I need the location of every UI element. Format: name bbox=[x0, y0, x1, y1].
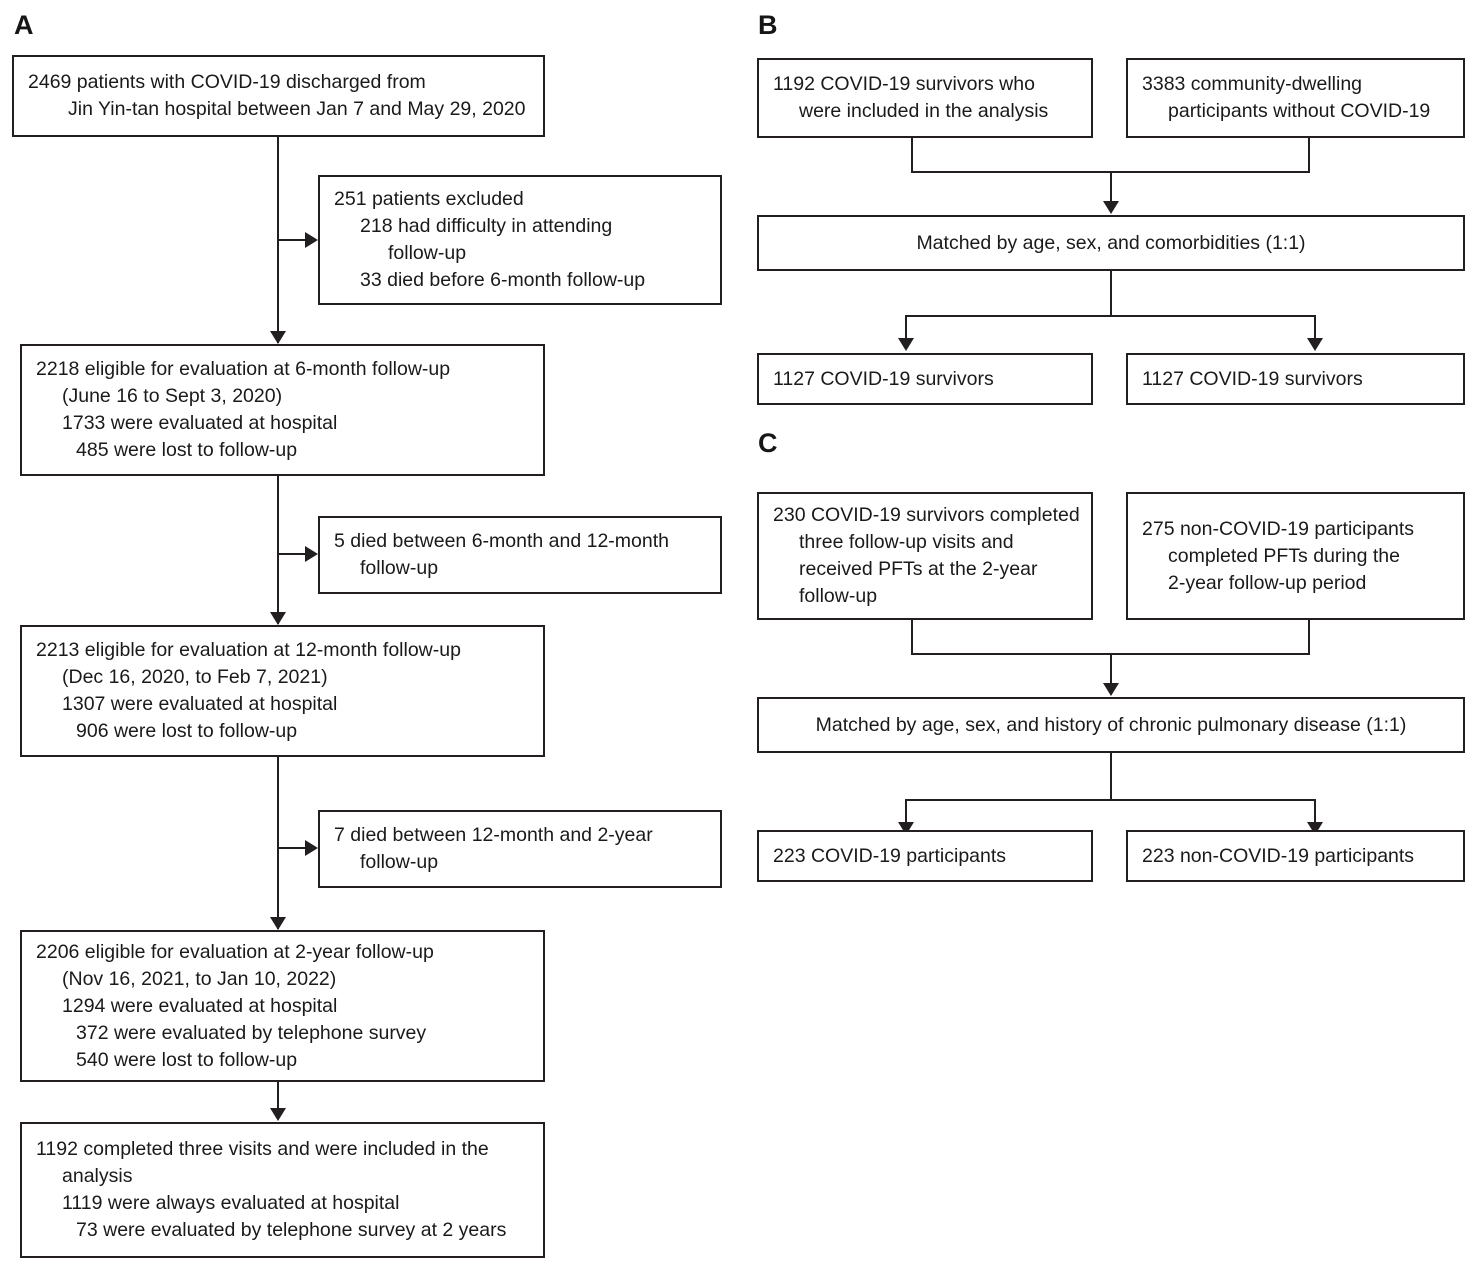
connector-b-merge-down bbox=[1110, 171, 1112, 203]
arrow-down-icon bbox=[1103, 201, 1119, 214]
node-community-participants: 3383 community-dwelling participants wit… bbox=[1126, 58, 1465, 138]
node-line: participants without COVID-19 bbox=[1168, 100, 1431, 122]
node-line: Matched by age, sex, and history of chro… bbox=[815, 713, 1407, 736]
arrow-down-icon bbox=[270, 612, 286, 625]
connector-c-merge-down bbox=[1110, 653, 1112, 687]
node-line: 1192 completed three visits and were inc… bbox=[36, 1138, 489, 1160]
arrow-down-icon bbox=[898, 338, 914, 351]
connector-trunk-a2 bbox=[277, 476, 279, 624]
connector-c-split-down bbox=[1110, 753, 1112, 801]
node-line: three follow-up visits and bbox=[799, 531, 1014, 553]
connector-c-right-drop bbox=[1308, 620, 1310, 655]
node-line: 540 were lost to follow-up bbox=[76, 1048, 298, 1071]
node-died-12-month-to-2-year: 7 died between 12-month and 2-year follo… bbox=[318, 810, 722, 888]
node-line: follow-up bbox=[360, 851, 439, 873]
node-line: 2213 eligible for evaluation at 12-month… bbox=[36, 639, 461, 661]
node-line: analysis bbox=[62, 1165, 133, 1187]
node-line: 73 were evaluated by telephone survey at… bbox=[76, 1219, 507, 1241]
connector-c-left-drop bbox=[911, 620, 913, 655]
node-line: 1119 were always evaluated at hospital bbox=[62, 1192, 400, 1214]
node-line: follow-up bbox=[388, 242, 467, 264]
node-matched-right-group: 1127 COVID-19 survivors bbox=[1126, 353, 1465, 405]
arrow-down-icon bbox=[1103, 683, 1119, 696]
node-line: (Dec 16, 2020, to Feb 7, 2021) bbox=[62, 666, 328, 688]
connector-trunk-a3 bbox=[277, 757, 279, 929]
arrow-right-icon bbox=[305, 232, 318, 248]
panel-letter-c: C bbox=[758, 428, 778, 458]
node-line: were included in the analysis bbox=[799, 100, 1049, 122]
node-line: 223 non-COVID-19 participants bbox=[1142, 844, 1415, 867]
node-eligible-6-month: 2218 eligible for evaluation at 6-month … bbox=[20, 344, 545, 476]
node-line: 218 had difficulty in attending bbox=[360, 215, 613, 237]
connector-b-split-down bbox=[1110, 271, 1112, 317]
connector-b-split-left bbox=[905, 315, 907, 341]
node-line: 1192 COVID-19 survivors who bbox=[773, 73, 1035, 95]
connector-branch-died-12-2y bbox=[277, 847, 307, 849]
node-line: 2469 patients with COVID-19 discharged f… bbox=[28, 71, 426, 93]
node-included-in-analysis: 1192 completed three visits and were inc… bbox=[20, 1122, 545, 1258]
node-line: follow-up bbox=[360, 557, 439, 579]
node-line: 1127 COVID-19 survivors bbox=[773, 367, 994, 390]
connector-b-left-drop bbox=[911, 138, 913, 173]
node-line: received PFTs at the 2-year bbox=[799, 558, 1038, 580]
node-line: 485 were lost to follow-up bbox=[76, 439, 298, 461]
node-eligible-2-year: 2206 eligible for evaluation at 2-year f… bbox=[20, 930, 545, 1082]
node-eligible-12-month: 2213 eligible for evaluation at 12-month… bbox=[20, 625, 545, 757]
arrow-right-icon bbox=[305, 840, 318, 856]
node-line: 3383 community-dwelling bbox=[1142, 73, 1363, 95]
connector-c-split bbox=[905, 799, 1316, 801]
node-died-6-to-12-month: 5 died between 6-month and 12-month foll… bbox=[318, 516, 722, 594]
arrow-right-icon bbox=[305, 546, 318, 562]
node-line: 1307 were evaluated at hospital bbox=[62, 693, 338, 715]
node-survivors-included: 1192 COVID-19 survivors who were include… bbox=[757, 58, 1093, 138]
node-line: 1733 were evaluated at hospital bbox=[62, 412, 338, 434]
arrow-down-icon bbox=[270, 917, 286, 930]
node-line: 7 died between 12-month and 2-year bbox=[334, 824, 653, 846]
node-matched-non-covid-participants: 223 non-COVID-19 participants bbox=[1126, 830, 1465, 882]
node-line: 5 died between 6-month and 12-month bbox=[334, 530, 669, 552]
node-line: (Nov 16, 2021, to Jan 10, 2022) bbox=[62, 967, 337, 990]
node-line: 251 patients excluded bbox=[334, 188, 524, 210]
connector-branch-excluded bbox=[277, 239, 307, 241]
node-discharged-cohort: 2469 patients with COVID-19 discharged f… bbox=[12, 55, 545, 137]
node-matched-pulmonary: Matched by age, sex, and history of chro… bbox=[757, 697, 1465, 753]
node-line: 230 COVID-19 survivors completed bbox=[773, 504, 1080, 526]
node-line: 223 COVID-19 participants bbox=[773, 844, 1007, 867]
connector-b-split-right bbox=[1314, 315, 1316, 341]
node-matched-comorbidities: Matched by age, sex, and comorbidities (… bbox=[757, 215, 1465, 271]
node-non-covid-pft-group: 275 non-COVID-19 participants completed … bbox=[1126, 492, 1465, 620]
connector-c-split-right bbox=[1314, 799, 1316, 825]
node-line: 372 were evaluated by telephone survey bbox=[76, 1021, 427, 1044]
node-line: completed PFTs during the bbox=[1168, 544, 1400, 567]
node-line: Jin Yin-tan hospital between Jan 7 and M… bbox=[68, 98, 526, 120]
panel-letter-b: B bbox=[758, 10, 778, 40]
arrow-down-icon bbox=[270, 331, 286, 344]
node-matched-covid-participants: 223 COVID-19 participants bbox=[757, 830, 1093, 882]
connector-b-split bbox=[905, 315, 1316, 317]
node-line: 1127 COVID-19 survivors bbox=[1142, 367, 1363, 390]
node-line: follow-up bbox=[799, 585, 878, 607]
node-line: 275 non-COVID-19 participants bbox=[1142, 517, 1415, 540]
node-line: 2218 eligible for evaluation at 6-month … bbox=[36, 358, 451, 380]
connector-b-right-drop bbox=[1308, 138, 1310, 173]
node-matched-left-group: 1127 COVID-19 survivors bbox=[757, 353, 1093, 405]
node-line: (June 16 to Sept 3, 2020) bbox=[62, 385, 283, 407]
panel-letter-a: A bbox=[14, 10, 34, 40]
node-line: 2206 eligible for evaluation at 2-year f… bbox=[36, 940, 434, 963]
arrow-down-icon bbox=[270, 1108, 286, 1121]
connector-trunk-a4 bbox=[277, 1082, 279, 1110]
node-line: 2-year follow-up period bbox=[1168, 571, 1367, 594]
node-line: 1294 were evaluated at hospital bbox=[62, 994, 338, 1017]
connector-c-split-left bbox=[905, 799, 907, 825]
node-line: Matched by age, sex, and comorbidities (… bbox=[916, 231, 1306, 254]
connector-branch-died-6-12 bbox=[277, 553, 307, 555]
arrow-down-icon bbox=[1307, 338, 1323, 351]
node-line: 33 died before 6-month follow-up bbox=[360, 269, 646, 291]
node-excluded: 251 patients excluded 218 had difficulty… bbox=[318, 175, 722, 305]
node-covid-pft-group: 230 COVID-19 survivors completed three f… bbox=[757, 492, 1093, 620]
node-line: 906 were lost to follow-up bbox=[76, 720, 298, 742]
